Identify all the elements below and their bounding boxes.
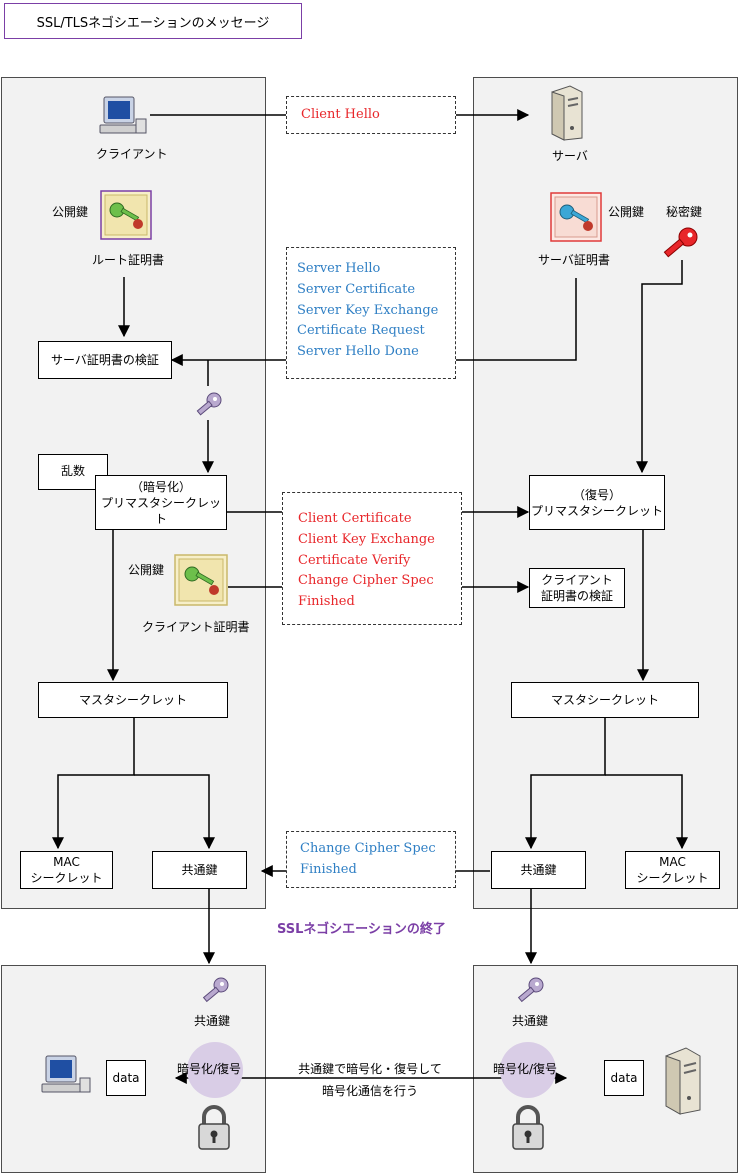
message-line: Finished [300,861,357,877]
diagram-title: SSL/TLSネゴシエーションのメッセージ [4,3,302,39]
verify-server-cert-box: サーバ証明書の検証 [38,341,172,379]
mac-line1: MAC [53,855,80,869]
bottom-left-key-label: 共通鍵 [194,1014,231,1028]
server-icon [665,1047,701,1115]
server-hello-messages: Server Hello Server Certificate Server K… [286,247,456,379]
client-label: クライアント [96,147,168,161]
verify-client-line2: 証明書の検証 [540,589,613,603]
message-line: Certificate Verify [298,552,411,568]
random-label: 乱数 [60,464,85,478]
client-mac-secret-box: MAC シークレット [20,851,113,889]
message-line: Server Hello Done [297,344,419,360]
server-common-key-box: 共通鍵 [491,851,586,889]
computer-icon [99,96,147,134]
bottom-left-crypt-label: 暗号化/復号 [177,1062,242,1076]
verify-client-line1: クライアント [541,573,613,587]
key-icon [196,392,222,416]
message-line: Finished [298,594,355,610]
message-line: Server Hello [297,261,381,276]
server-label: サーバ [552,149,588,163]
message-line: Client Hello [301,107,380,122]
message-line: Change Cipher Spec [298,573,434,589]
server-privkey-label: 秘密鍵 [666,205,703,219]
right-data-box: data [604,1060,644,1096]
client-cert-label: クライアント証明書 [142,620,250,634]
root-cert-label: ルート証明書 [92,253,165,267]
verify-client-cert-box: クライアント 証明書の検証 [529,568,625,608]
comm-line1: 共通鍵で暗号化・復号して [298,1062,442,1076]
client-common-key-box: 共通鍵 [152,851,247,889]
key-icon [517,977,544,1003]
premaster-encrypt-box: （暗号化） プリマスタシークレット [95,475,227,530]
server-mac-secret-box: MAC シークレット [625,851,720,889]
certificate-icon [174,554,228,606]
left-data-box: data [106,1060,146,1096]
padlock-icon [198,1105,230,1150]
message-line: Client Key Exchange [298,531,435,547]
message-line: Server Certificate [297,281,416,297]
certificate-icon [100,190,152,240]
computer-icon [41,1055,91,1093]
crypt-circle [500,1042,556,1098]
message-line: Client Certificate [298,511,412,526]
bottom-right-crypt-label: 暗号化/復号 [493,1062,558,1076]
client-cert-pubkey-label: 公開鍵 [128,563,165,577]
client-pubkey-label: 公開鍵 [52,205,89,219]
premaster-line1: （暗号化） [130,479,191,494]
premaster-line2: プリマスタシークレット [530,503,663,518]
mac-line1: MAC [659,855,686,869]
message-line: Server Key Exchange [297,302,439,318]
client-hello-message: Client Hello [286,96,456,134]
mac-line2: シークレット [30,871,103,885]
client-cert-messages: Client Certificate Client Key Exchange C… [282,492,462,625]
certificate-icon [550,192,602,242]
premaster-line2: プリマスタシークレット [100,495,221,526]
bottom-right-key-label: 共通鍵 [512,1014,549,1028]
premaster-line1: （復号） [572,487,621,502]
padlock-icon [512,1105,544,1150]
message-line: Certificate Request [297,323,425,339]
change-cipher-messages: Change Cipher Spec Finished [286,831,456,888]
negotiation-end-label: SSLネゴシエーションの終了 [277,922,446,937]
crypt-circle [187,1042,243,1098]
client-master-secret-box: マスタシークレット [38,682,228,718]
key-icon [663,227,698,258]
server-master-secret-box: マスタシークレット [511,682,699,718]
premaster-decrypt-box: （復号） プリマスタシークレット [529,475,665,530]
comm-line2: 暗号化通信を行う [321,1084,418,1098]
server-icon [551,85,583,141]
mac-line2: シークレット [636,871,709,885]
key-icon [202,977,229,1003]
message-line: Change Cipher Spec [300,841,436,856]
server-pubkey-label: 公開鍵 [608,205,645,219]
server-cert-label: サーバ証明書 [538,253,610,267]
